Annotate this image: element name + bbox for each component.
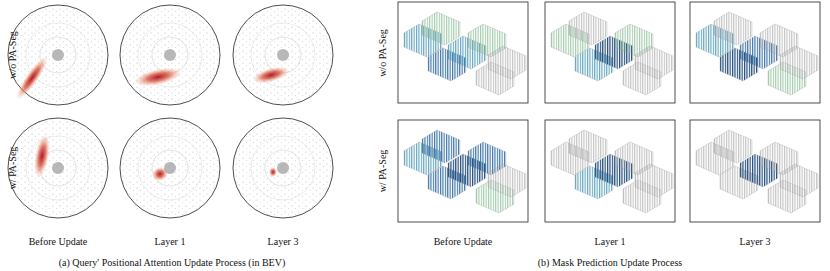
subfigure-caption: (b) Mask Prediction Update Process xyxy=(538,257,682,268)
subfigure-caption: (a) Query' Positional Attention Update P… xyxy=(59,257,285,268)
column-label: Before Update xyxy=(434,236,493,247)
column-label: Layer 1 xyxy=(155,236,186,247)
row-label: w/o PA-Seg xyxy=(7,31,18,79)
row-label: w/ PA-Seg xyxy=(377,150,388,193)
column-label: Layer 3 xyxy=(740,236,771,247)
bev-attention-maps xyxy=(8,5,333,218)
column-label: Layer 3 xyxy=(268,236,299,247)
row-label: w/ PA-Seg xyxy=(7,147,18,190)
column-label: Before Update xyxy=(29,236,88,247)
row-label: w/o PA-Seg xyxy=(377,29,388,77)
mask-prediction-panels xyxy=(398,2,820,222)
column-label: Layer 1 xyxy=(595,236,626,247)
